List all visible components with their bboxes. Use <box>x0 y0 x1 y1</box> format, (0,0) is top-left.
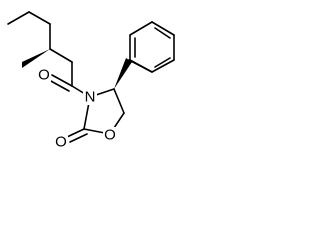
ring-nitrogen-label: N <box>85 89 96 106</box>
bond-ph-1 <box>151 59 175 73</box>
bond-ketone-co-a <box>51 74 73 87</box>
bond-ethyl-ch2 <box>28 11 51 25</box>
bond-ketone-co-b <box>48 79 70 92</box>
bond-c3-c2 <box>49 48 73 63</box>
bond-ring-co-b <box>69 133 88 143</box>
wedge-benzyl <box>114 58 132 89</box>
bond-ph-6 <box>129 59 153 73</box>
wedge-methyl <box>22 49 50 68</box>
carbonyl-oxygen-label: O <box>55 134 67 151</box>
molecule-diagram: O N O O <box>7 11 175 151</box>
structure-canvas: O N O O <box>0 0 190 176</box>
ketone-oxygen-label: O <box>38 67 50 84</box>
bond-ph-4 <box>129 21 153 36</box>
bond-ph-inner-2 <box>154 27 171 39</box>
bond-ph-inner-1 <box>154 57 171 68</box>
bond-ethyl-ch3 <box>7 11 30 25</box>
bond-ph-3 <box>151 21 175 36</box>
bond-c4-c5 <box>113 88 125 114</box>
ring-oxygen-label: O <box>104 127 116 144</box>
bond-ring-co-a <box>66 128 85 138</box>
